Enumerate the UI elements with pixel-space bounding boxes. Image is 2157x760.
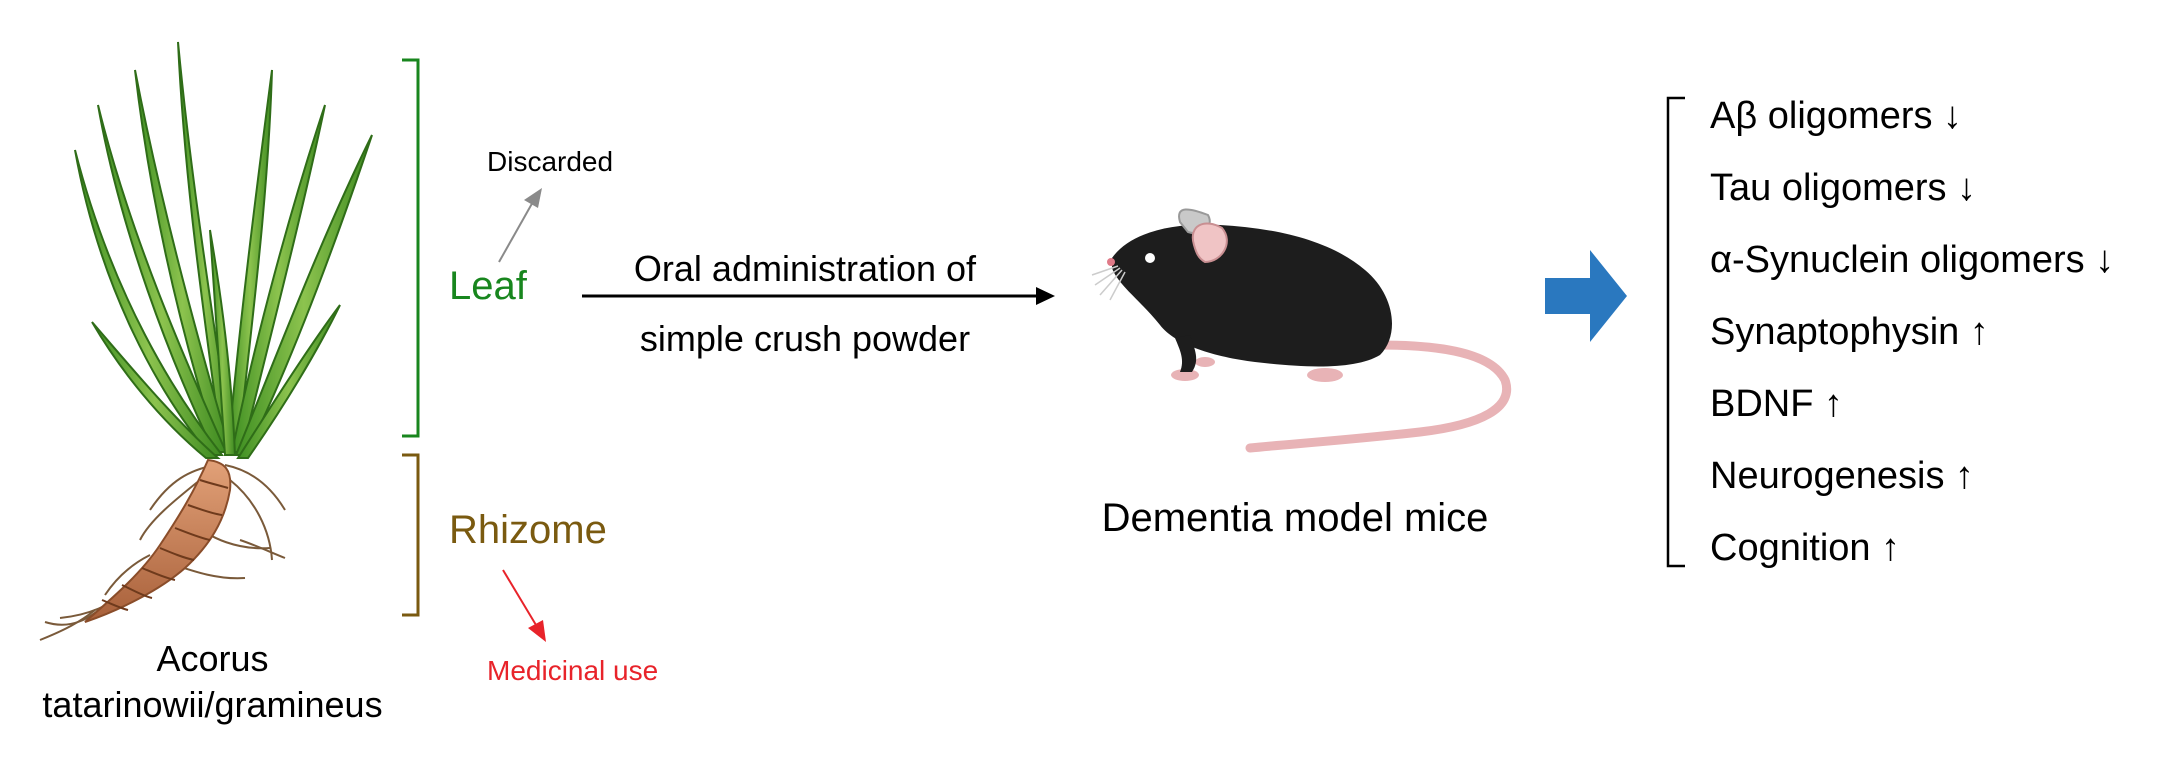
rhizome-bracket [402,453,420,617]
rhizome-label: Rhizome [449,508,607,552]
effect-item: Cognition ↑ [1710,527,1901,569]
leaf-bracket [402,58,420,438]
plant-name-line1: Acorus [156,638,269,679]
mouse-feet [1171,357,1343,382]
mouse-whiskers [1091,265,1126,301]
process-label-line1: Oral administration of [633,248,977,289]
leaf-label: Leaf [449,264,527,308]
result-arrow [1545,250,1627,342]
effect-item: BDNF ↑ [1710,383,1843,425]
effects-list: Aβ oligomers ↓ Tau oligomers ↓ α-Synucle… [1710,88,2114,592]
mouse-ear [1191,222,1228,264]
process-label: Oral administration of simple crush powd… [585,234,1025,374]
effect-item: α-Synuclein oligomers ↓ [1710,239,2115,281]
plant-name-line2: tatarinowii/gramineus [42,684,383,725]
mouse-leg [1175,335,1197,372]
medicinal-use-arrow [502,569,546,642]
mouse-eye [1145,253,1155,263]
process-arrow [582,287,1055,305]
discarded-arrow [498,188,542,263]
effect-item: Neurogenesis ↑ [1710,455,1975,497]
mouse-tail [1245,340,1512,453]
mouse-body [1112,224,1392,367]
effect-item: Synaptophysin ↑ [1710,311,1989,353]
plant-rhizome [84,458,232,623]
effect-item: Tau oligomers ↓ [1710,167,1977,209]
mouse-illustration [1091,208,1512,453]
process-label-line2: simple crush powder [639,318,971,359]
plant-name: Acorus tatarinowii/gramineus [20,636,405,728]
model-mice-label: Dementia model mice [1101,496,1489,540]
effects-bracket [1666,96,1685,568]
medicinal-use-label: Medicinal use [487,655,659,686]
effect-item: Aβ oligomers ↓ [1710,95,1963,137]
acorus-plant-illustration [39,41,373,641]
rhizome-segments [101,479,229,611]
plant-leaves [74,41,373,459]
mouse-nose [1107,258,1115,266]
discarded-label: Discarded [487,146,614,177]
